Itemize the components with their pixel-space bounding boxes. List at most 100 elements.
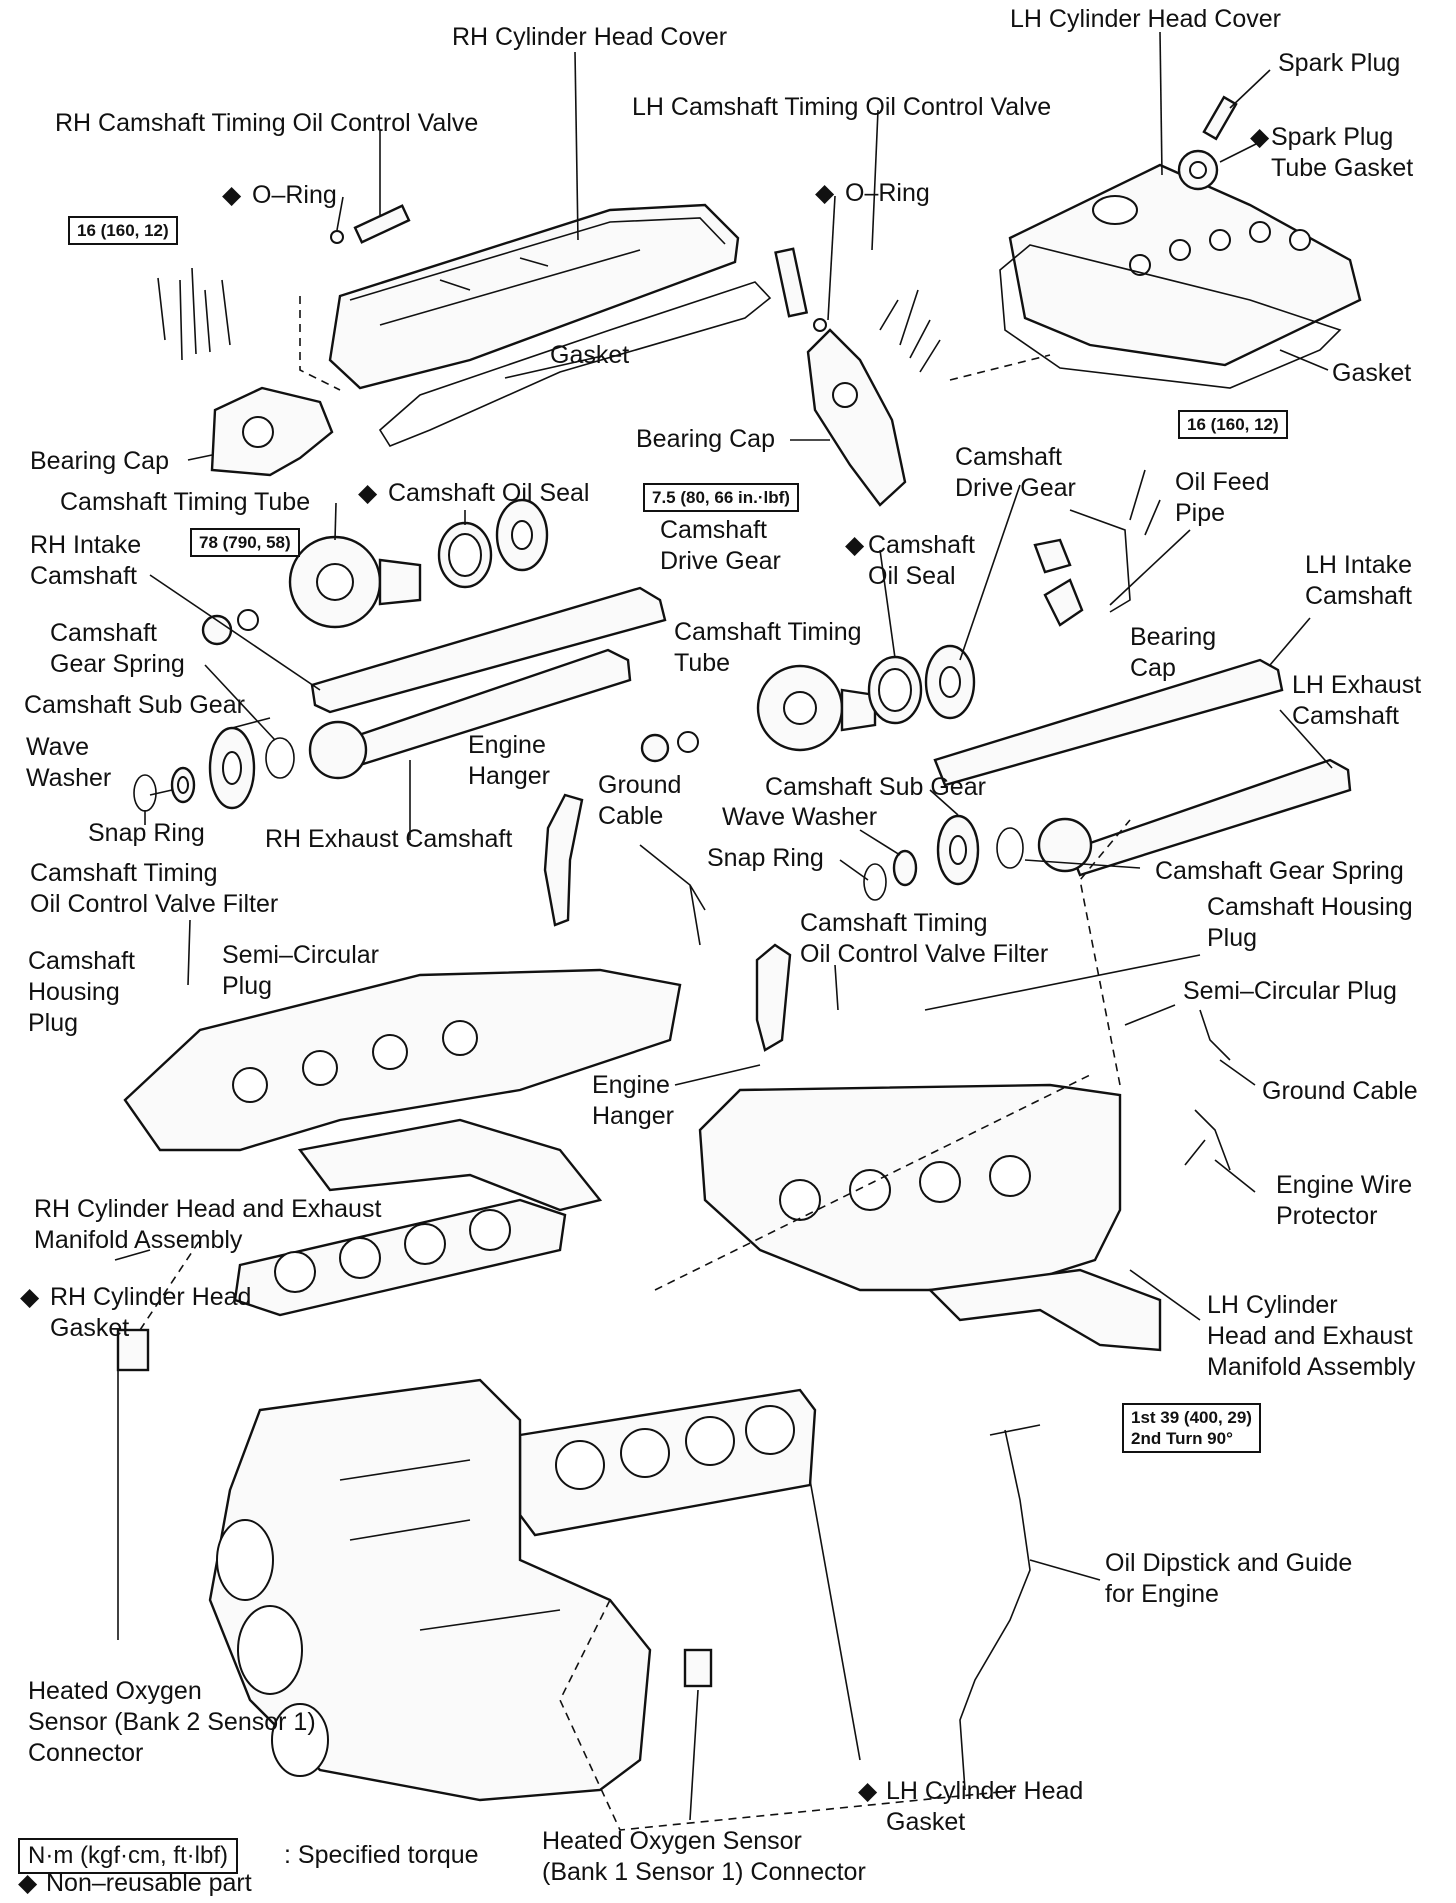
lh-exhaust-camshaft [1037,758,1352,877]
oil-dipstick-guide [959,1424,1041,1791]
label-rh-head-gasket: RH Cylinder Head Gasket [50,1283,252,1342]
label-lh-cylinder-head-cover: LH Cylinder Head Cover [1010,5,1281,33]
label-cam-drive-gear-lh: Camshaft Drive Gear [955,443,1076,502]
label-engine-hanger-bottom: Engine Hanger [592,1071,674,1130]
rh-camshaft-timing-tube [288,535,422,629]
lh-intake-camshaft [933,658,1284,787]
leader-lines [114,31,1333,1821]
label-engine-wire-protector: Engine Wire Protector [1276,1171,1413,1230]
non-reusable-diamond-icon: ◆ [20,1283,40,1311]
label-cam-oil-seal-lh: Camshaft Oil Seal [868,531,975,590]
engine-block [208,1378,652,1802]
torque-spec-5: 1st 39 (400, 29) 2nd Turn 90° [1122,1403,1261,1453]
label-semi-circular-plug-lh: Semi–Circular Plug [1183,977,1397,1005]
label-bearing-cap-lh: Bearing Cap [1130,623,1217,682]
rh-camshaft-drive-gear [495,498,549,572]
label-ho2s-bank1: Heated Oxygen Sensor (Bank 1 Sensor 1) C… [542,1827,866,1886]
lh-cover-gasket [999,244,1342,389]
rh-camshaft-sub-gear [208,726,256,810]
legend-torque-text: : Specified torque [284,1841,479,1869]
label-ground-cable-lh: Ground Cable [1262,1077,1418,1105]
rh-snap-ring [133,774,157,812]
label-lh-exhaust-camshaft: LH Exhaust Camshaft [1292,671,1422,730]
non-reusable-diamond-icon: ◆ [1250,123,1270,151]
label-rh-ocv: RH Camshaft Timing Oil Control Valve [55,109,479,137]
lh-head-gasket [518,1388,817,1537]
rh-wave-washer [170,766,196,804]
label-ground-cable-top: Ground Cable [598,771,682,830]
label-cam-housing-plug-rh: Camshaft Housing Plug [28,947,135,1037]
spark-plug-tube-gasket [1177,149,1219,191]
label-bearing-cap-mid: Bearing Cap [636,425,775,453]
engine-hanger-top [543,793,584,927]
label-wave-washer-lh: Wave Washer [722,803,878,831]
ground-cable-lh [1199,1009,1231,1061]
label-spark-plug: Spark Plug [1278,49,1401,77]
non-reusable-diamond-icon: ◆ [858,1777,878,1805]
rh-cover-gasket [378,281,772,447]
label-lh-intake-camshaft: LH Intake Camshaft [1305,551,1413,610]
torque-spec-2: 16 (160, 12) [1178,410,1288,439]
lh-cylinder-head-exhaust-assembly [698,1083,1162,1352]
label-ocv-filter-lh: Camshaft Timing Oil Control Valve Filter [800,909,1049,968]
lh-snap-ring [863,863,887,901]
non-reusable-diamond-icon: ◆ [222,181,242,209]
label-rh-intake-camshaft: RH Intake Camshaft [30,531,142,590]
lh-ocv [774,247,827,332]
rh-head-gasket [233,1198,567,1317]
label-lh-ocv: LH Camshaft Timing Oil Control Valve [632,93,1052,121]
label-lh-head-gasket: LH Cylinder Head Gasket [886,1777,1084,1836]
dashed-guides [139,296,1131,1831]
rh-camshaft-gear-spring [265,737,295,779]
label-cam-gear-spring-lh: Camshaft Gear Spring [1155,857,1404,885]
label-o-ring-rh: O–Ring [252,181,337,209]
lh-camshaft-sub-gear [936,814,980,886]
ho2s-bank1-connector [683,1648,713,1688]
non-reusable-diamond-icon: ◆ [815,179,835,207]
label-snap-ring-lh: Snap Ring [707,844,824,872]
rh-gear-bolt [201,609,259,646]
non-reusable-diamond-icon: ◆ [18,1869,38,1897]
lh-camshaft-drive-gear [924,644,976,720]
ground-cable-top [639,844,706,946]
label-oil-dipstick: Oil Dipstick and Guide for Engine [1105,1549,1353,1608]
label-spark-plug-tube-gasket: Spark Plug Tube Gasket [1271,123,1414,182]
bolt-set [157,267,1161,536]
label-oil-feed-pipe: Oil Feed Pipe [1175,468,1270,527]
rh-cylinder-head-exhaust-assembly [123,968,682,1212]
spark-plug [1202,95,1238,141]
rh-exhaust-camshaft [308,648,632,780]
legend-torque-box: N·m (kgf·cm, ft·lbf) [18,1838,238,1874]
oil-feed-pipe [1069,509,1131,613]
engine-hanger-bottom [755,943,792,1052]
label-ocv-filter-rh: Camshaft Timing Oil Control Valve Filter [30,859,279,918]
rh-ocv [330,204,411,244]
torque-spec-1: 16 (160, 12) [68,216,178,245]
lh-camshaft-oil-seal [867,655,923,725]
label-cam-gear-spring-rh: Camshaft Gear Spring [50,619,185,678]
label-cam-timing-tube-lh: Camshaft Timing Tube [674,618,862,677]
label-rh-exhaust-camshaft: RH Exhaust Camshaft [265,825,513,853]
legend-nonreusable-text: Non–reusable part [46,1869,252,1897]
label-cam-sub-gear-lh: Camshaft Sub Gear [765,773,986,801]
torque-spec-3: 7.5 (80, 66 in.·lbf) [643,483,799,512]
label-ho2s-bank2: Heated Oxygen Sensor (Bank 2 Sensor 1) C… [28,1677,316,1767]
rh-camshaft-oil-seal [437,521,493,589]
rh-bearing-cap [210,386,334,477]
lh-camshaft-timing-tube [756,664,877,752]
label-semi-circular-plug-rh: Semi–Circular Plug [222,941,379,1000]
label-engine-hanger-top: Engine Hanger [468,731,550,790]
non-reusable-diamond-icon: ◆ [358,479,378,507]
lh-bearing-cap [1033,538,1084,627]
rh-intake-camshaft [310,586,667,714]
non-reusable-diamond-icon: ◆ [845,531,865,559]
label-gasket-rh: Gasket [550,341,630,369]
label-gasket-lh: Gasket [1332,359,1412,387]
label-rh-head-exhaust-assembly: RH Cylinder Head and Exhaust Manifold As… [34,1195,382,1254]
label-o-ring-lh: O–Ring [845,179,930,207]
engine-wire-protector [1184,1109,1231,1171]
label-wave-washer-rh: Wave Washer [26,733,112,792]
lh-gear-bolt [640,731,699,763]
